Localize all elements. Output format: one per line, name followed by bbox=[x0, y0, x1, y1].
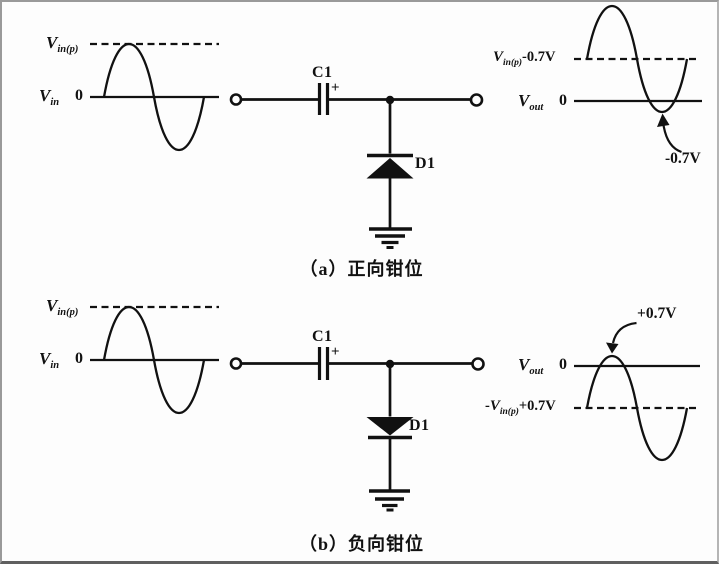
input-waveform-b bbox=[90, 305, 219, 414]
clamp-arrow-b-curve bbox=[611, 321, 637, 344]
output-terminal-a bbox=[469, 93, 484, 107]
output-waveform-a bbox=[574, 5, 702, 154]
output-b-sine-curve bbox=[585, 355, 689, 461]
output-b-dc-level-label: -Vin(p)+0.7V bbox=[485, 398, 556, 417]
output-b-signal-label: Vout bbox=[518, 355, 544, 378]
clamp-arrow-a-head bbox=[657, 113, 670, 127]
output-a-sine-curve bbox=[585, 5, 689, 113]
input-a-peak-label: Vin(p) bbox=[46, 33, 79, 56]
output-a-signal-label: Vout bbox=[518, 91, 544, 114]
caption-a: （a）正向钳位 bbox=[299, 259, 424, 279]
clamp-arrow-b-head bbox=[606, 342, 619, 354]
diode-a-label: D1 bbox=[415, 155, 436, 172]
output-a-dc-level-label: Vin(p)-0.7V bbox=[493, 49, 556, 68]
clamp-arrow-a-curve bbox=[662, 124, 682, 154]
capacitor-a-label: C1 bbox=[312, 64, 333, 81]
input-b-signal-label: Vin bbox=[39, 349, 60, 372]
input-a-sine-curve bbox=[102, 43, 206, 151]
ground-symbol-b bbox=[369, 489, 410, 512]
output-b-zero-label: 0 bbox=[559, 356, 567, 373]
input-b-sine-curve bbox=[102, 306, 206, 414]
caption-b: （b）负向钳位 bbox=[298, 534, 424, 554]
capacitor-a-polarity-sign: + bbox=[331, 80, 340, 96]
input-terminal-a bbox=[229, 93, 243, 106]
capacitor-b-label: C1 bbox=[312, 328, 333, 345]
output-waveform-b bbox=[574, 321, 700, 461]
input-b-peak-label: Vin(p) bbox=[46, 296, 79, 319]
output-terminal-b bbox=[471, 357, 485, 371]
diode-a-triangle-up bbox=[366, 158, 414, 179]
output-b-clamp-annotation: +0.7V bbox=[637, 305, 677, 322]
input-terminal-b bbox=[229, 357, 243, 370]
input-b-zero-label: 0 bbox=[75, 350, 83, 367]
input-waveform-a bbox=[90, 42, 219, 151]
ground-symbol-a bbox=[369, 227, 412, 249]
clamp-circuit-b bbox=[229, 347, 485, 512]
capacitor-b-polarity-sign: + bbox=[331, 344, 340, 360]
output-a-zero-label: 0 bbox=[559, 92, 567, 109]
input-a-signal-label: Vin bbox=[39, 86, 60, 109]
diode-b-triangle-down bbox=[366, 417, 414, 436]
input-a-zero-label: 0 bbox=[75, 87, 83, 104]
output-a-clamp-annotation: -0.7V bbox=[665, 150, 701, 167]
clamp-circuit-a bbox=[229, 83, 484, 249]
diode-b-label: D1 bbox=[409, 417, 430, 434]
